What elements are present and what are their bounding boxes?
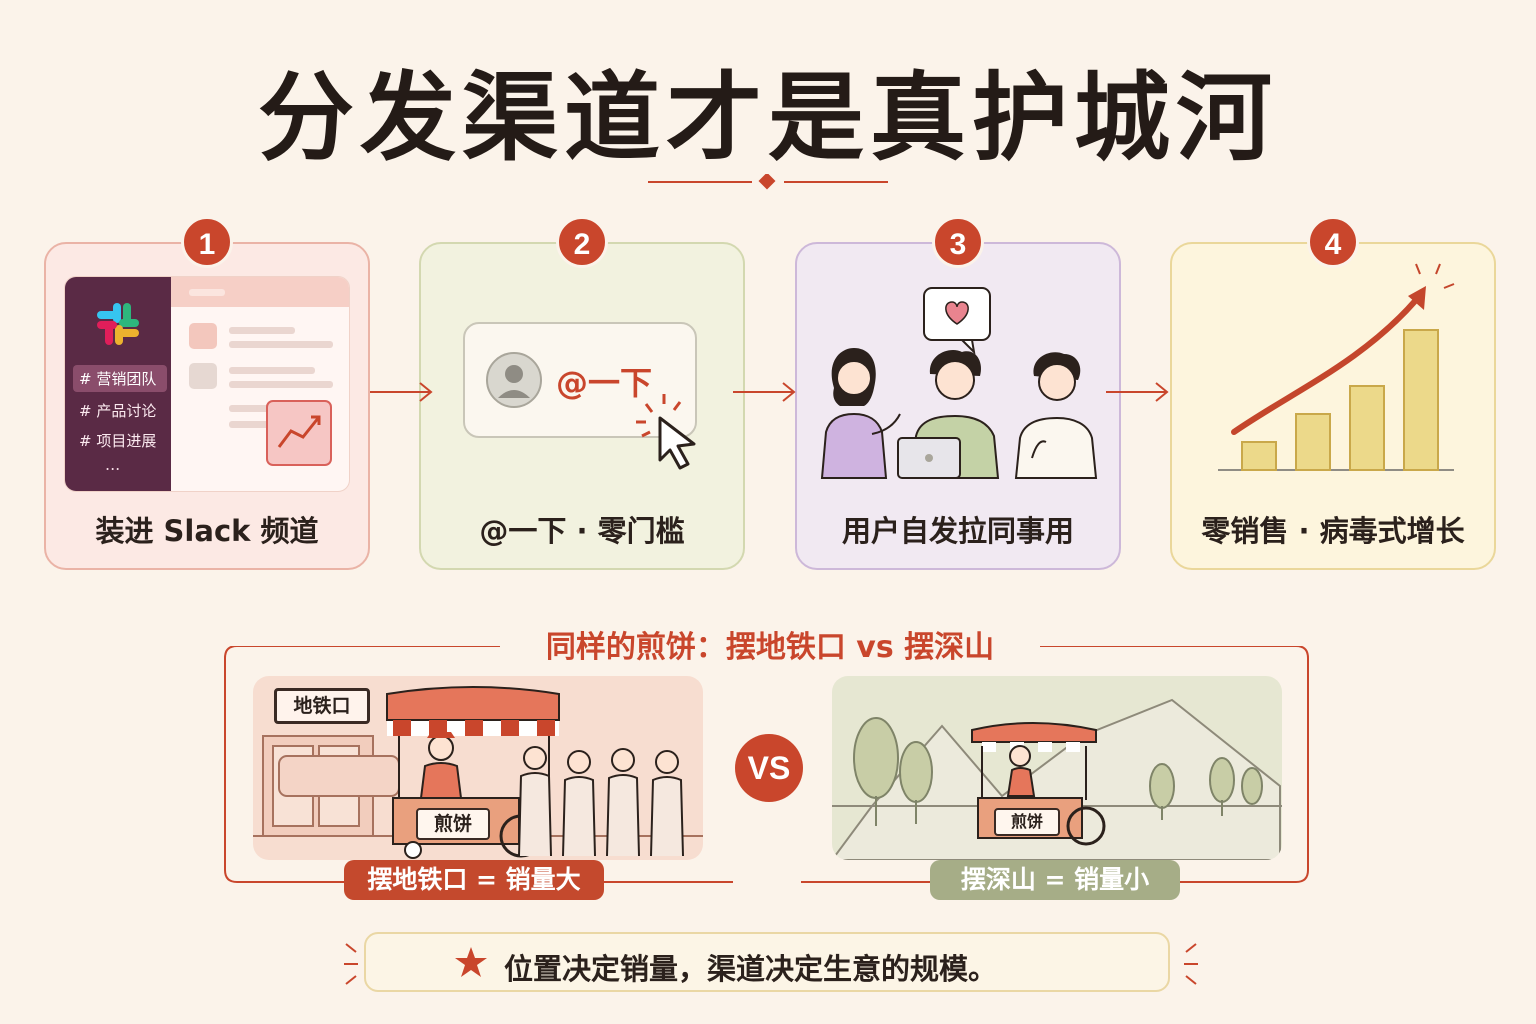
conclusion-box [364,932,1170,992]
caption-left: 摆地铁口 = 销量大 [344,860,604,900]
cart-label-left: 煎饼 [416,808,490,840]
step-badge-3: 3 [932,216,984,268]
growth-chart [1218,263,1455,471]
arrow-right-icon [733,382,796,402]
arrow-right-icon [1106,382,1169,402]
sparkle-right-icon [1184,943,1198,985]
growth-bar [1349,385,1385,471]
slack-channel-item: # 项目进展 [79,432,157,450]
star-icon [455,947,487,977]
user-avatar-icon [486,352,542,408]
mention-input-box [463,322,697,438]
slack-content-illustration [171,277,349,466]
title-divider [648,174,888,190]
mention-text: @一下 [556,364,653,402]
conclusion-text: 位置决定销量，渠道决定生意的规模。 [504,952,998,986]
subway-sign: 地铁口 [274,688,370,724]
slack-sidebar: # 营销团队 # 产品讨论 # 项目进展 ... [65,277,171,491]
comparison-title: 同样的煎饼：摆地铁口 vs 摆深山 [500,622,1040,666]
step-badge-4: 4 [1307,216,1359,268]
slack-channel-more: ... [105,455,121,474]
comparison-frame [224,646,1309,883]
step-label-2: @一下 · 零门槛 [479,514,685,548]
colleagues-sharing-illustration [820,287,1098,479]
caption-right: 摆深山 = 销量小 [930,860,1180,900]
cursor-click-icon [636,394,696,470]
cart-label-right: 煎饼 [994,808,1060,836]
growth-bar [1403,329,1439,471]
sparkle-left-icon [344,943,358,985]
slack-channel-item: # 产品讨论 [79,402,157,420]
page-title: 分发渠道才是真护城河 [258,61,1278,174]
step-badge-2: 2 [556,216,608,268]
step-label-1: 装进 Slack 频道 [95,514,319,548]
growth-bar [1241,441,1277,471]
growth-bar [1295,413,1331,471]
slack-channel-item: # 营销团队 [73,365,167,392]
step-badge-1: 1 [181,216,233,268]
vs-badge: VS [735,734,803,802]
mountain-stall-illustration [832,698,1282,860]
step-label-4: 零销售 · 病毒式增长 [1201,514,1465,548]
subway-stall-illustration [253,686,703,859]
arrow-right-icon [370,382,433,402]
slack-window: # 营销团队 # 产品讨论 # 项目进展 ... [64,276,350,492]
slack-logo-icon [97,303,139,345]
step-label-3: 用户自发拉同事用 [841,514,1074,548]
